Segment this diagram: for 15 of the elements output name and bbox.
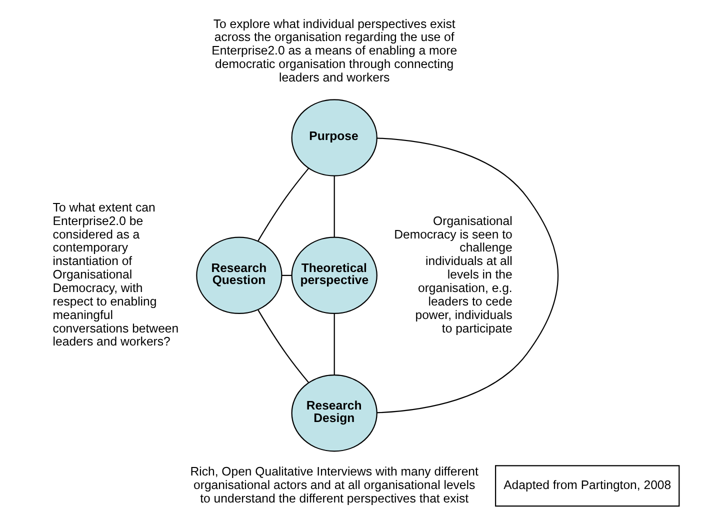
node-ellipse: Purpose bbox=[291, 98, 378, 176]
node-ellipse: Research Design bbox=[291, 374, 378, 452]
node-label: Organisational Democracy is seen to challenge individuals at all levels in the organisation, e.g. leaders to cede power, individuals to participate bbox=[394, 213, 512, 335]
connector bbox=[282, 274, 292, 276]
connector bbox=[334, 175, 335, 237]
connector bbox=[258, 309, 309, 382]
connector bbox=[334, 313, 335, 375]
connector bbox=[258, 168, 309, 241]
node-ellipse: Theoretical perspective bbox=[291, 236, 378, 314]
node-label: Rich, Open Qualitative Interviews with many different organisational actors and at all organisational levels to understand the different perspectives that exist bbox=[190, 464, 478, 505]
node-label: To explore what individual perspectives exist across the organisation regarding the use of Enterprise2.0 as a means of enabling a more democratic organisation through connecting leaders and workers bbox=[212, 16, 458, 84]
node-box: Adapted from Partington, 2008 bbox=[495, 464, 680, 506]
connector bbox=[377, 137, 558, 413]
node-ellipse: Research Question bbox=[196, 236, 282, 314]
node-label: To what extent can Enterprise2.0 be considered as a contemporary instantiation of Organisational Democracy, with respect to enabling meaningful conversations between leaders and workers? bbox=[52, 200, 179, 348]
